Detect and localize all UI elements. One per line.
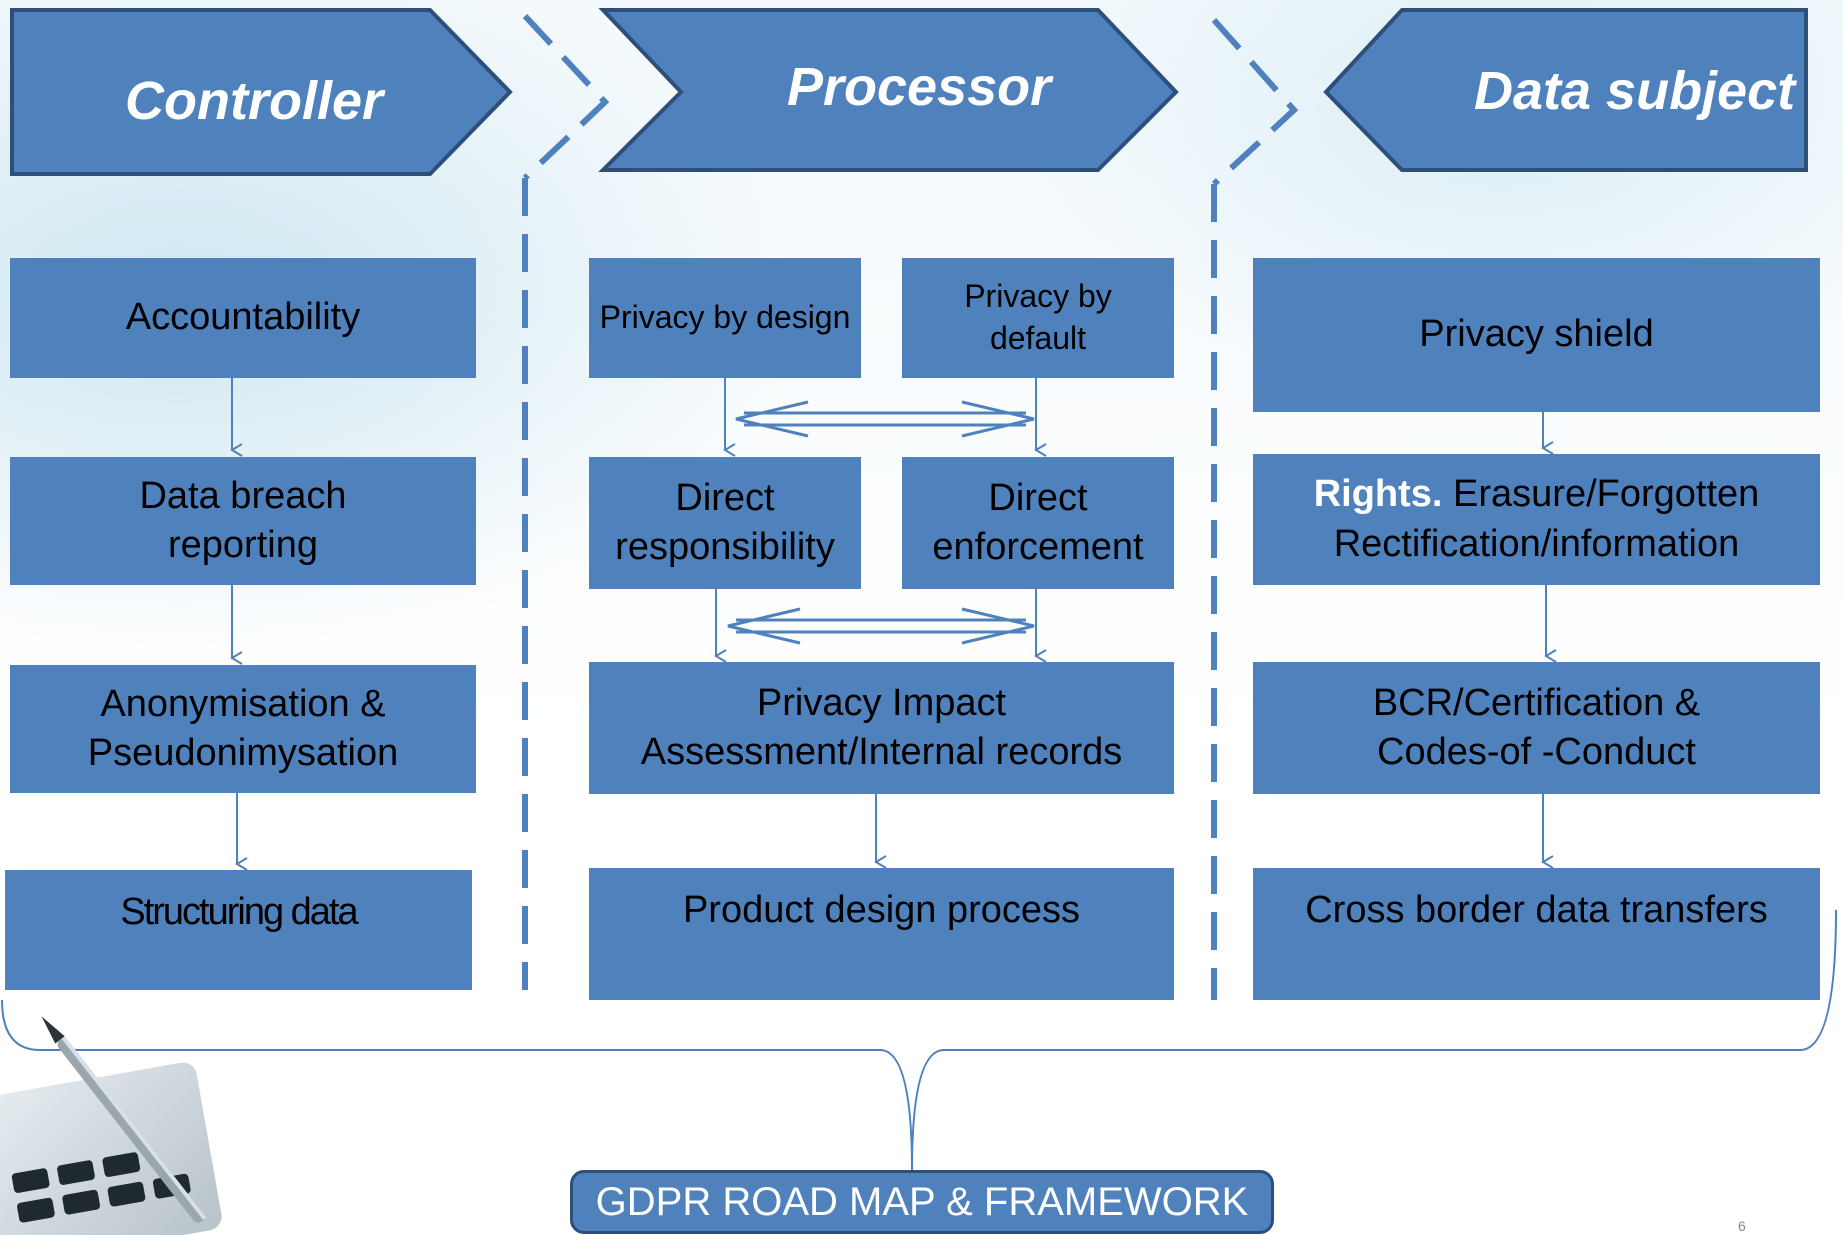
footer-title-label: GDPR ROAD MAP & FRAMEWORK: [595, 1179, 1249, 1224]
direct-responsibility-line1: Direct: [675, 476, 775, 519]
privacy-shield-label: Privacy shield: [1419, 313, 1654, 356]
rights-line2: Rectification/information: [1333, 522, 1740, 565]
product-design-label: Product design process: [682, 889, 1081, 931]
pia-box: Privacy Impact Assessment/Internal recor…: [589, 662, 1174, 794]
structuring-data-box: Structuring data: [5, 870, 472, 990]
bottom-brace: [1, 909, 1837, 1171]
accountability-box: Accountability: [10, 258, 476, 378]
anonymisation-line2: Pseudonimysation: [87, 732, 399, 774]
pia-line2: Assessment/Internal records: [640, 731, 1123, 773]
separator-left: [522, 13, 610, 990]
data-subject-header-shape: [1323, 8, 1808, 172]
page-number: 6: [1738, 1218, 1746, 1234]
separator-right: [1211, 18, 1299, 1000]
bcr-line1: BCR/Certification &: [1372, 681, 1701, 724]
privacy-by-default-label: Privacy by default: [964, 278, 1112, 356]
rights-rest: Erasure/Forgotten: [1442, 473, 1760, 516]
direct-responsibility-box: Direct responsibility: [589, 457, 861, 589]
double-arrow-top: [735, 400, 1035, 438]
processor-header: Processor: [787, 57, 1052, 117]
double-arrow-bottom: [727, 607, 1035, 645]
rights-box: Rights. Erasure/Forgotten Rectification/…: [1253, 454, 1820, 585]
cross-border-label: Cross border data transfers: [1305, 889, 1768, 931]
direct-responsibility-line2: responsibility: [615, 526, 835, 568]
structuring-data-label: Structuring data: [120, 891, 358, 933]
bcr-line2: Codes-of -Conduct: [1377, 731, 1696, 773]
direct-enforcement-box: Direct enforcement: [902, 457, 1174, 589]
anonymisation-line1: Anonymisation &: [100, 682, 386, 725]
data-breach-box: Data breach reporting: [10, 457, 476, 585]
accountability-label: Accountability: [125, 296, 361, 339]
privacy-by-default-box: Privacy by default: [902, 258, 1174, 378]
cross-border-box: Cross border data transfers: [1253, 868, 1820, 1000]
anonymisation-box: Anonymisation & Pseudonimysation: [10, 665, 476, 793]
processor-header-shape: [598, 8, 1179, 172]
pen-calculator-decoration: [0, 1016, 222, 1235]
direct-enforcement-line2: enforcement: [932, 526, 1144, 568]
data-subject-header: Data subject: [1474, 61, 1796, 121]
controller-header: Controller: [125, 71, 384, 131]
product-design-box: Product design process: [589, 868, 1174, 1000]
direct-enforcement-line1: Direct: [988, 476, 1088, 519]
privacy-by-design-label: Privacy by design: [599, 299, 851, 336]
bcr-box: BCR/Certification & Codes-of -Conduct: [1253, 662, 1820, 794]
data-breach-line1: Data breach: [139, 474, 347, 517]
privacy-shield-box: Privacy shield: [1253, 258, 1820, 412]
pia-line1: Privacy Impact: [756, 681, 1007, 724]
footer-title: GDPR ROAD MAP & FRAMEWORK: [570, 1170, 1274, 1234]
rights-lead: Rights.: [1313, 473, 1443, 516]
privacy-by-design-box: Privacy by design: [589, 258, 861, 378]
controller-header-shape: [10, 8, 513, 176]
data-breach-line2: reporting: [168, 524, 318, 566]
